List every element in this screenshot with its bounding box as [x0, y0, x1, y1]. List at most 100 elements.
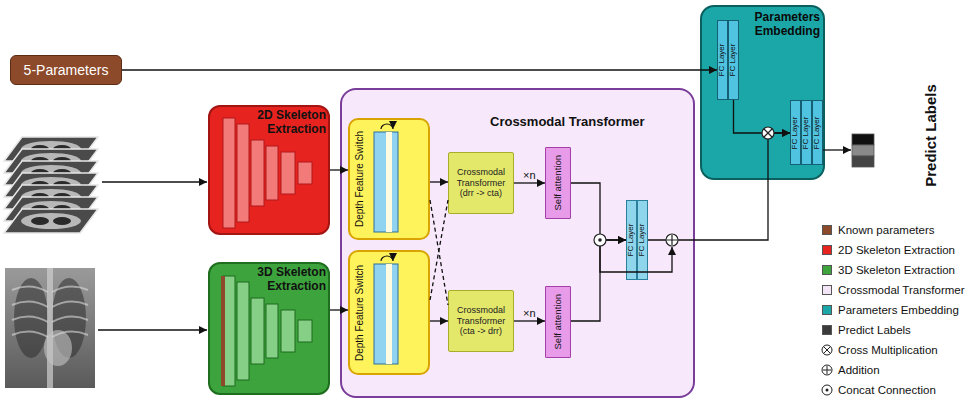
legend-swatch: [822, 245, 832, 255]
encoder-bars: [223, 276, 312, 386]
output-arrow: [823, 149, 851, 150]
node-label: Depth Feature Switch: [355, 131, 365, 227]
slice-lung: [53, 217, 71, 225]
symbol-dot: [826, 389, 829, 392]
symbol-ring: [594, 234, 606, 246]
connector-arrow: [514, 182, 545, 183]
feature-strip: [386, 264, 392, 364]
addition-symbol: [666, 234, 678, 246]
dashed-link: [430, 200, 448, 300]
connector-arrow: [514, 320, 545, 321]
multiplication-symbol: [762, 127, 774, 139]
legend-text: Parameters Embedding: [838, 302, 976, 318]
encoder-bar: [251, 140, 264, 206]
slice-lung: [31, 193, 49, 201]
encoder-bar: [281, 310, 295, 352]
ct-slice: [4, 149, 98, 173]
symbol-ring: [666, 234, 678, 246]
fc-layer: FC Layer: [637, 200, 648, 280]
fc-layer: FC Layer: [626, 200, 637, 280]
slice-body: [21, 165, 81, 181]
slice-body: [21, 141, 81, 157]
slice-body: [21, 177, 81, 193]
encoder-bar: [281, 152, 295, 194]
encoder-bars: [223, 118, 312, 228]
slice-lung: [53, 205, 71, 213]
slice-lung: [31, 217, 49, 225]
ct-slice: [4, 137, 98, 161]
node-label: Self attention: [553, 294, 563, 349]
encoder-bar: [237, 124, 249, 222]
slice-frame: [4, 137, 98, 161]
xray-lung: [52, 278, 86, 358]
ct-slice: [4, 185, 98, 209]
fc-layer: FC Layer: [812, 100, 823, 165]
node-label: 5-Parameters: [24, 62, 109, 78]
node-label: Crossmodal Transformer (cta -> drr): [452, 305, 510, 336]
xray-heart: [44, 330, 72, 366]
output-cell: [852, 156, 874, 167]
node-label: Self attention: [553, 155, 563, 210]
node-label: Depth Feature Switch: [355, 264, 365, 360]
node-label: FC Layer: [719, 44, 727, 77]
slice-lung: [53, 145, 71, 153]
switch-box: Depth Feature Switch: [348, 250, 430, 375]
slice-frame: [4, 185, 98, 209]
panel-title: Parameters Embedding: [740, 10, 820, 38]
output-cell: [852, 145, 874, 156]
slice-lung: [31, 157, 49, 165]
symbol-cross: [764, 129, 772, 137]
connector-arrow: [330, 169, 348, 170]
attention-block: Self attention: [545, 286, 571, 358]
ct-slice: [4, 209, 98, 233]
legend-text: Crossmodal Transformer: [838, 282, 976, 298]
input-arrow: [102, 181, 207, 182]
connector-arrow: [734, 100, 791, 133]
legend-text: 3D Skeleton Extraction: [838, 262, 976, 278]
feature-bar: [374, 132, 398, 232]
node-label: FC Layer: [639, 224, 647, 257]
transformer-panel: Crossmodal TransformerDepth Feature Swit…: [340, 88, 695, 398]
slice-lung: [31, 205, 49, 213]
ct-slice: [4, 173, 98, 197]
slice-lung: [31, 169, 49, 177]
symbol-cross: [667, 235, 677, 245]
slice-lung: [53, 169, 71, 177]
parameter-box: 5-Parameters: [10, 55, 122, 85]
legend-text: Predict Labels: [838, 322, 976, 338]
legend-swatch: [822, 285, 832, 295]
slice-frame: [4, 209, 98, 233]
panel-title: 3D Skeleton Extraction: [254, 265, 326, 293]
slice-lung: [53, 193, 71, 201]
xray-spine: [47, 268, 53, 388]
repeat-label: ×n: [522, 169, 537, 181]
output-title: Predict Labels: [923, 84, 938, 187]
symbol-cross: [823, 366, 831, 374]
xray-image: [5, 268, 95, 388]
legend-swatch: [822, 305, 832, 315]
transformer-block: Crossmodal Transformer (cta -> drr): [448, 290, 514, 352]
switch-box: Depth Feature Switch: [348, 118, 430, 240]
parameter-strip: [221, 276, 225, 386]
fc-layer: FC Layer: [717, 20, 728, 100]
repeat-label: ×n: [522, 307, 537, 319]
slice-frame: [4, 173, 98, 197]
symbol-ring: [762, 127, 774, 139]
encoder-bar: [251, 298, 264, 364]
symbol-ring: [822, 345, 832, 355]
connector-arrow: [571, 183, 626, 240]
panel-title: Crossmodal Transformer: [490, 114, 690, 129]
loop-arrow: [381, 124, 393, 129]
connector-arrow: [430, 181, 448, 182]
connector-arrow: [330, 309, 348, 310]
output-cell: [852, 134, 874, 145]
symbol-ring: [822, 365, 832, 375]
concat-symbol: [594, 234, 606, 246]
embedding-panel: Parameters EmbeddingFC LayerFC LayerFC L…: [700, 5, 825, 180]
fc-layer: FC Layer: [801, 100, 812, 165]
extraction-box: 2D Skeleton Extraction: [208, 105, 330, 235]
slice-body: [21, 213, 81, 229]
